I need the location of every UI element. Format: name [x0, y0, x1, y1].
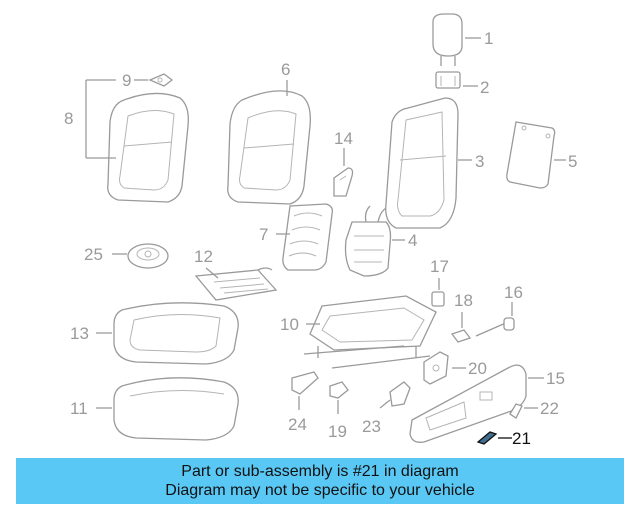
part-8-seatback-cover[interactable] — [107, 92, 189, 203]
callout-10[interactable]: 10 — [280, 315, 299, 334]
banner-line-2: Diagram may not be specific to your vehi… — [165, 482, 475, 499]
callout-24[interactable]: 24 — [288, 415, 307, 434]
part-12-cushion-heater[interactable] — [194, 267, 278, 301]
part-15-side-shield[interactable] — [409, 364, 527, 443]
part-17-clip[interactable] — [431, 291, 445, 307]
leader-12 — [205, 267, 219, 279]
callout-12[interactable]: 12 — [194, 247, 213, 266]
callout-23[interactable]: 23 — [362, 417, 381, 436]
part-20-switch[interactable] — [423, 351, 449, 385]
part-24-cover[interactable] — [291, 371, 319, 395]
callout-1[interactable]: 1 — [484, 29, 493, 48]
callout-16[interactable]: 16 — [504, 283, 523, 302]
callout-22[interactable]: 22 — [540, 399, 559, 418]
part-3-seatback-frame[interactable] — [385, 97, 459, 229]
part-10-seat-frame[interactable] — [303, 295, 437, 369]
part-9-clip[interactable] — [148, 73, 174, 87]
part-18-cap[interactable] — [450, 329, 472, 343]
callout-4[interactable]: 4 — [408, 231, 417, 250]
part-19-clip[interactable] — [329, 381, 349, 399]
callout-20[interactable]: 20 — [468, 359, 487, 378]
info-banner: Part or sub-assembly is #21 in diagram D… — [16, 458, 624, 504]
callout-6[interactable]: 6 — [281, 60, 290, 79]
callout-25[interactable]: 25 — [84, 245, 103, 264]
callout-7[interactable]: 7 — [259, 225, 268, 244]
part-14-bracket[interactable] — [333, 167, 354, 197]
part-4-lumbar-mechanism[interactable] — [344, 205, 392, 277]
callout-11[interactable]: 11 — [70, 399, 88, 418]
part-21-trim-piece[interactable] — [476, 431, 498, 445]
callout-18[interactable]: 18 — [454, 291, 473, 310]
banner-line-1: Part or sub-assembly is #21 in diagram — [181, 463, 459, 480]
part-7-heater-pad[interactable] — [282, 203, 334, 271]
part-22-knob[interactable] — [509, 403, 523, 419]
callout-19[interactable]: 19 — [328, 422, 347, 441]
callout-9[interactable]: 9 — [122, 71, 131, 90]
callout-14[interactable]: 14 — [334, 129, 353, 148]
callout-3[interactable]: 3 — [475, 152, 484, 171]
part-16-rod[interactable] — [475, 317, 515, 337]
part-11-cushion-pad[interactable] — [113, 377, 239, 441]
callout-21[interactable]: 21 — [512, 429, 531, 448]
callout-17[interactable]: 17 — [430, 257, 449, 276]
part-2-headrest-guide[interactable] — [435, 71, 461, 89]
callout-15[interactable]: 15 — [546, 369, 565, 388]
part-1-headrest[interactable] — [432, 13, 463, 66]
callout-8[interactable]: 8 — [64, 109, 73, 128]
bracket-8 — [85, 79, 116, 159]
part-5-back-panel[interactable] — [506, 121, 556, 189]
callout-5[interactable]: 5 — [568, 152, 577, 171]
part-25-disc[interactable] — [127, 243, 169, 269]
part-13-cushion-cover[interactable] — [113, 302, 239, 365]
callout-2[interactable]: 2 — [480, 78, 489, 97]
leader-23 — [379, 399, 391, 409]
seat-parts-diagram: 1 2 3 4 5 6 7 — [64, 13, 577, 448]
callout-13[interactable]: 13 — [70, 324, 89, 343]
part-6-seatback-cover[interactable] — [227, 90, 311, 205]
part-23-bracket[interactable] — [389, 381, 411, 407]
